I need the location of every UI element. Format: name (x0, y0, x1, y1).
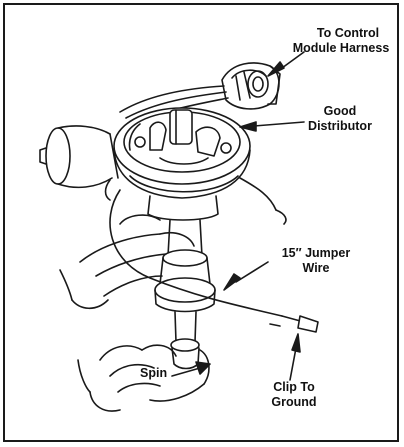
arrow-to-clip (291, 333, 301, 353)
label-to-control: To Control (316, 26, 380, 40)
spinning-hand (77, 344, 210, 412)
arrow-to-jumper (223, 273, 241, 291)
arrow-to-harness (267, 61, 285, 77)
arrow-to-distributor (239, 121, 257, 132)
jumper-wire (109, 189, 319, 333)
vacuum-advance-unit (39, 125, 119, 189)
mounting-flange (104, 177, 287, 225)
label-wire: Wire (302, 261, 330, 275)
label-good: Good (323, 104, 357, 118)
harness-connector (221, 62, 281, 110)
label-ground: Ground (271, 395, 317, 409)
holding-hand (59, 214, 195, 310)
label-clip-to: Clip To (273, 380, 315, 394)
label-distributor: Distributor (308, 119, 372, 133)
label-jumper: 15″ Jumper (281, 246, 351, 260)
arrow-spin (195, 361, 211, 375)
arrows (171, 51, 305, 381)
distributor-housing (113, 107, 251, 199)
label-spin: Spin (140, 366, 168, 380)
label-module-harness: Module Harness (292, 41, 390, 55)
